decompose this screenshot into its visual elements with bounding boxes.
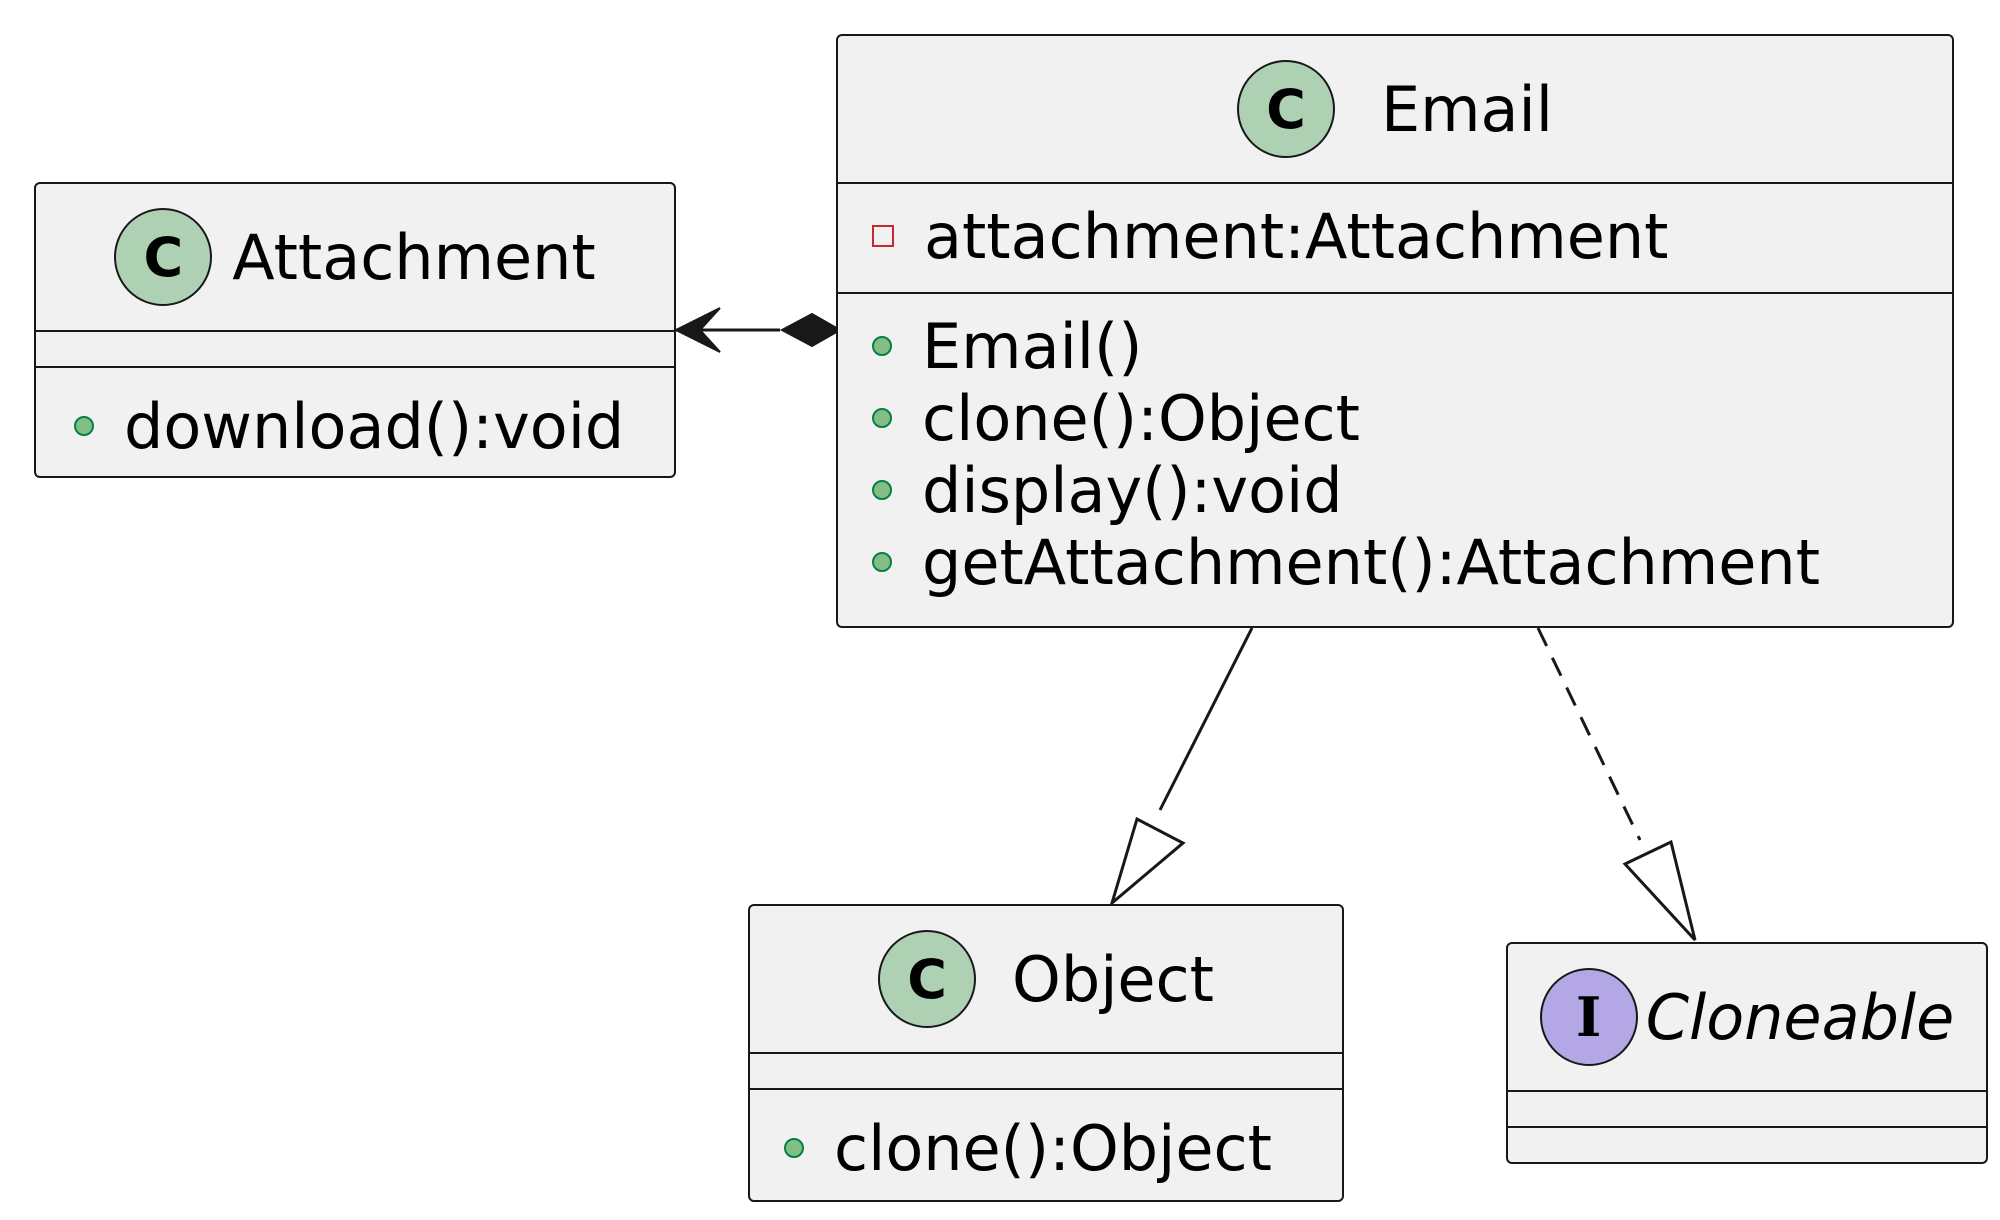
navigation-arrowhead xyxy=(673,307,721,353)
method-signature: getAttachment():Attachment xyxy=(922,525,1821,599)
realization-arrowhead xyxy=(1622,839,1697,942)
methods-section xyxy=(1508,1128,1986,1162)
class-name: Object xyxy=(1012,942,1214,1016)
methods-section: Email() clone():Object display():void ge… xyxy=(838,294,1952,599)
methods-section: download():void xyxy=(36,368,674,463)
method-row: getAttachment():Attachment xyxy=(872,525,1952,599)
realization-line xyxy=(1536,627,1642,841)
fields-section xyxy=(36,332,674,368)
interface-box-cloneable[interactable]: I Cloneable xyxy=(1506,942,1988,1164)
method-signature: clone():Object xyxy=(834,1111,1272,1185)
composition-diamond xyxy=(779,312,843,348)
field-signature: attachment:Attachment xyxy=(924,199,1669,273)
methods-section: clone():Object xyxy=(750,1090,1342,1185)
public-visibility-icon xyxy=(872,408,892,428)
class-box-email[interactable]: C Email attachment:Attachment Email() cl… xyxy=(836,34,1954,628)
method-row: display():void xyxy=(872,453,1952,527)
class-name: Attachment xyxy=(232,220,596,294)
method-row: Email() xyxy=(872,309,1952,383)
interface-header: I Cloneable xyxy=(1508,944,1986,1092)
class-stereotype-icon: C xyxy=(1236,60,1335,158)
fields-section: attachment:Attachment xyxy=(838,184,1952,294)
field-row: attachment:Attachment xyxy=(872,199,1952,273)
fields-section xyxy=(750,1054,1342,1090)
public-visibility-icon xyxy=(872,480,892,500)
public-visibility-icon xyxy=(872,336,892,356)
method-signature: clone():Object xyxy=(922,381,1360,455)
method-signature: display():void xyxy=(922,453,1343,527)
method-row: clone():Object xyxy=(872,381,1952,455)
class-stereotype-icon: C xyxy=(878,930,977,1028)
method-signature: Email() xyxy=(922,309,1143,383)
generalization-line xyxy=(1158,627,1254,811)
method-signature: download():void xyxy=(124,389,625,463)
class-name: Email xyxy=(1380,72,1553,146)
method-row: download():void xyxy=(74,389,674,463)
class-stereotype-icon: C xyxy=(114,208,213,306)
generalization-arrowhead xyxy=(1109,816,1186,908)
interface-name: Cloneable xyxy=(1645,980,1955,1054)
class-header: C Attachment xyxy=(36,184,674,332)
public-visibility-icon xyxy=(784,1138,804,1158)
fields-section xyxy=(1508,1092,1986,1128)
class-header: C Email xyxy=(838,36,1952,184)
interface-stereotype-icon: I xyxy=(1539,968,1638,1066)
class-header: C Object xyxy=(750,906,1342,1054)
public-visibility-icon xyxy=(74,416,94,436)
private-visibility-icon xyxy=(872,225,894,247)
class-box-object[interactable]: C Object clone():Object xyxy=(748,904,1344,1202)
class-box-attachment[interactable]: C Attachment download():void xyxy=(34,182,676,478)
public-visibility-icon xyxy=(872,552,892,572)
method-row: clone():Object xyxy=(784,1111,1342,1185)
